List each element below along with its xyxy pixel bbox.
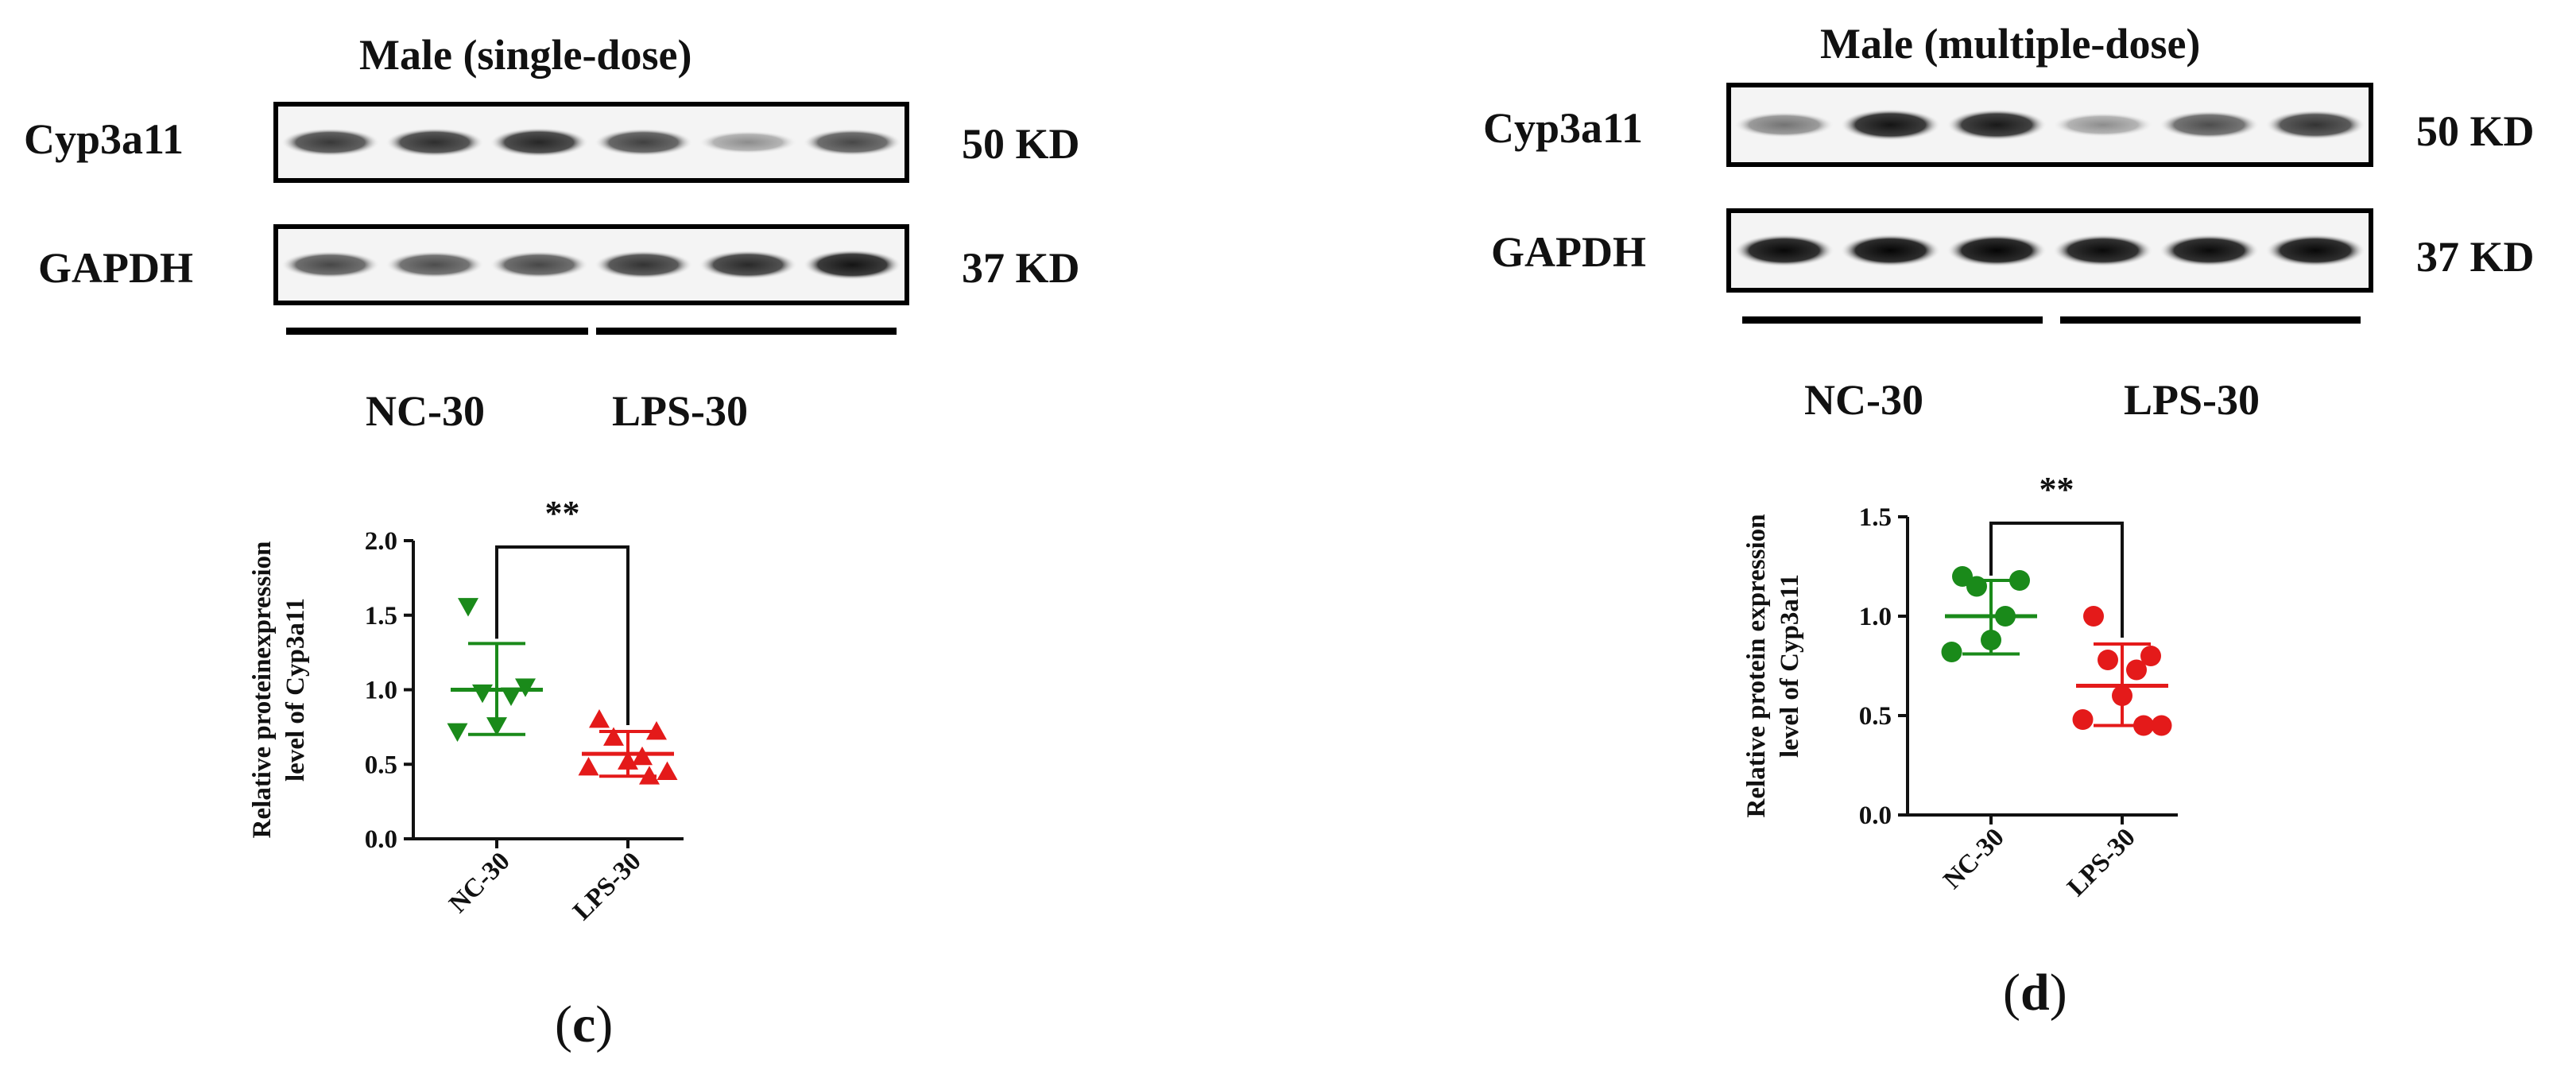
panel-c-ytick-label-1: 0.5 xyxy=(365,751,397,779)
panel-c-ytick-label-2: 1.0 xyxy=(365,677,397,705)
panel-d-gapdh-blot xyxy=(1726,208,2373,293)
panel-d-ytick-label-3: 1.5 xyxy=(1859,503,1892,532)
panel-c-ytick-label-0: 0.0 xyxy=(365,825,397,854)
panel-d-title: Male (multiple-dose) xyxy=(1820,20,2201,68)
panel-c-gapdh-band-4 xyxy=(594,250,693,279)
panel-c-nc-30-point-3 xyxy=(472,684,493,704)
panel-d-lps-30-point-5 xyxy=(2112,685,2132,706)
panel-d-significance-label: ** xyxy=(2039,470,2074,509)
panel-c-lps-30-point-6 xyxy=(578,757,599,776)
panel-c-blot2-size: 37 KD xyxy=(962,244,1080,292)
panel-d-lps-group-line xyxy=(2060,316,2361,324)
panel-d-cyp3a11-band-4 xyxy=(2053,113,2153,137)
panel-c-significance-label: ** xyxy=(545,494,580,533)
panel-c-lps-30-point-7 xyxy=(657,761,678,781)
panel-c-cyp3a11-band-4 xyxy=(594,128,693,157)
panel-d-blot1-size: 50 KD xyxy=(2416,107,2535,155)
panel-d-nc-group-line xyxy=(1742,316,2043,324)
panel-d-lps-30-point-7 xyxy=(2151,715,2172,736)
panel-d-xtick-label-nc-30: NC-30 xyxy=(1938,823,2009,894)
panel-c-cyp3a11-band-2 xyxy=(385,127,484,157)
panel-c-significance-bracket xyxy=(495,545,629,725)
panel-d-lps-30-point-8 xyxy=(2133,715,2154,736)
panel-d-gapdh-band-6 xyxy=(2265,234,2365,267)
panel-c-blot1-label: Cyp3a11 xyxy=(24,115,184,163)
panel-c-gapdh-band-3 xyxy=(490,250,589,279)
panel-c-lps-30-point-5 xyxy=(618,751,638,770)
panel-c-nc-30-point-2 xyxy=(515,678,536,697)
panel-c-xtick-label-nc-30: NC-30 xyxy=(444,847,515,918)
panel-c-ytick-label-3: 1.5 xyxy=(365,602,397,630)
panel-d-gapdh-band-1 xyxy=(1734,234,1834,267)
panel-c-gapdh-band-1 xyxy=(281,250,380,279)
panel-c-lps-30-point-3 xyxy=(603,727,624,746)
panel-c-gapdh-blot xyxy=(273,224,909,305)
panel-c-cyp3a11-band-3 xyxy=(490,127,589,157)
panel-d-cyp3a11-band-1 xyxy=(1734,111,1834,138)
panel-d-gapdh-band-2 xyxy=(1840,234,1941,267)
panel-d-cyp3a11-band-6 xyxy=(2265,110,2365,140)
panel-d-gapdh-band-3 xyxy=(1947,234,2047,267)
panel-c-cyp3a11-band-5 xyxy=(699,130,797,154)
panel-d-group-lps: LPS-30 xyxy=(2124,376,2260,424)
panel-d-blot1-label: Cyp3a11 xyxy=(1483,104,1644,152)
panel-c-gapdh-band-5 xyxy=(699,250,797,280)
panel-d-group-nc: NC-30 xyxy=(1804,376,1923,424)
panel-d-cyp3a11-band-5 xyxy=(2159,111,2260,139)
panel-d-cyp3a11-blot xyxy=(1726,83,2373,167)
panel-d-nc-30-point-4 xyxy=(1995,606,2016,627)
panel-c-cyp3a11-band-6 xyxy=(803,128,902,157)
panel-d-lps-30-point-1 xyxy=(2083,606,2104,627)
panel-c-letter: (c) xyxy=(555,995,614,1053)
panel-c-nc-30-point-4 xyxy=(501,687,521,706)
panel-c-lps-group-line xyxy=(596,328,897,335)
panel-d-xtick-label-lps-30: LPS-30 xyxy=(2062,823,2140,902)
panel-c-gapdh-band-6 xyxy=(803,249,902,281)
panel-d-letter: (d) xyxy=(2003,964,2067,1022)
panel-c-group-nc: NC-30 xyxy=(366,387,485,435)
panel-c-blot2-label: GAPDH xyxy=(38,244,193,292)
panel-d-lps-30-point-2 xyxy=(2140,646,2161,666)
panel-c-group-lps: LPS-30 xyxy=(612,387,749,435)
panel-c-nc-30-point-5 xyxy=(486,717,507,736)
panel-c-nc-group-line xyxy=(286,328,588,335)
panel-d-cyp3a11-band-2 xyxy=(1840,109,1941,141)
panel-c-title: Male (single-dose) xyxy=(359,31,692,79)
panel-d-cyp3a11-band-3 xyxy=(1947,109,2047,141)
panel-d-nc-30-point-6 xyxy=(1941,642,1962,662)
panel-c-cyp3a11-blot xyxy=(273,102,909,183)
panel-c-lps-30-point-2 xyxy=(646,721,667,740)
panel-c-blot1-size: 50 KD xyxy=(962,120,1080,168)
panel-d-nc-30-point-2 xyxy=(2009,570,2030,591)
panel-d-lps-30-point-3 xyxy=(2098,650,2118,670)
panel-c-ytick-label-4: 2.0 xyxy=(365,527,397,556)
panel-d-ytick-label-1: 0.5 xyxy=(1859,702,1892,731)
panel-d-ytick-label-2: 1.0 xyxy=(1859,603,1892,631)
panel-d-gapdh-band-5 xyxy=(2159,234,2260,267)
panel-d-lps-30-point-6 xyxy=(2072,709,2094,730)
panel-d-blot2-label: GAPDH xyxy=(1491,228,1646,276)
panel-d-lps-30-point-4 xyxy=(2126,659,2147,681)
panel-c-lps-30-point-1 xyxy=(589,709,610,728)
panel-c-nc-30-point-1 xyxy=(458,598,478,617)
panel-d-gapdh-band-4 xyxy=(2053,234,2153,267)
panel-c-lps-30-point-8 xyxy=(639,766,660,785)
panel-c-gapdh-band-2 xyxy=(385,251,484,278)
panel-d-blot2-size: 37 KD xyxy=(2416,233,2535,281)
panel-d-significance-bracket xyxy=(1989,522,2124,638)
panel-d-nc-30-point-3 xyxy=(1966,576,1987,597)
panel-d-nc-30-point-5 xyxy=(1981,630,2001,650)
panel-c-lps-30-point-4 xyxy=(632,746,653,766)
panel-d-ytick-label-0: 0.0 xyxy=(1859,801,1892,830)
panel-c-cyp3a11-band-1 xyxy=(281,128,380,157)
panel-c-xtick-label-lps-30: LPS-30 xyxy=(567,847,646,925)
panel-c-nc-30-point-6 xyxy=(447,723,468,742)
